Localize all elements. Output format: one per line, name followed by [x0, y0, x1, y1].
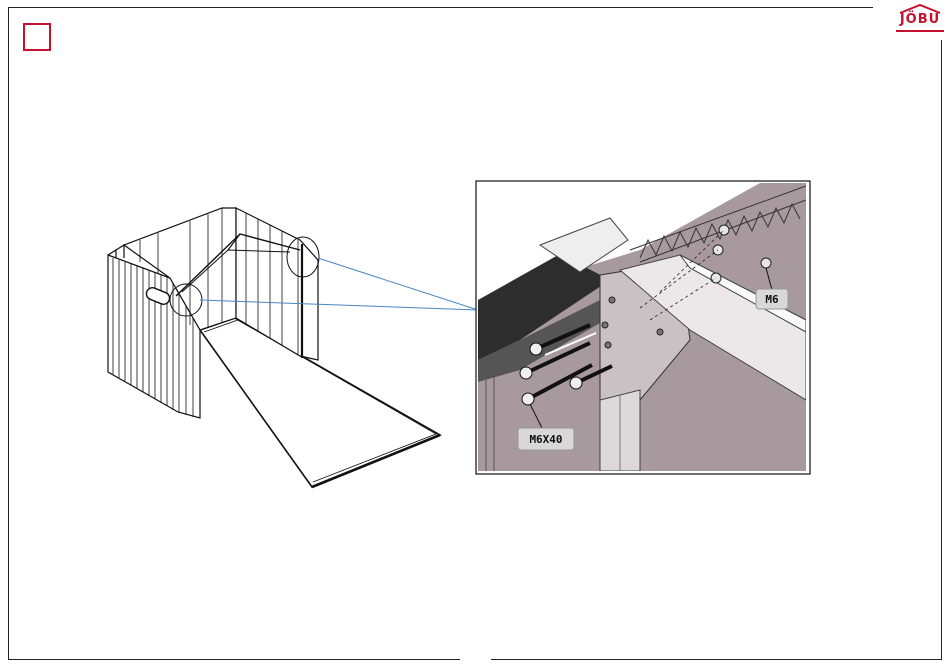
bolt-callout-label: M6X40: [529, 433, 562, 446]
nut-callout-label: M6: [765, 293, 779, 306]
